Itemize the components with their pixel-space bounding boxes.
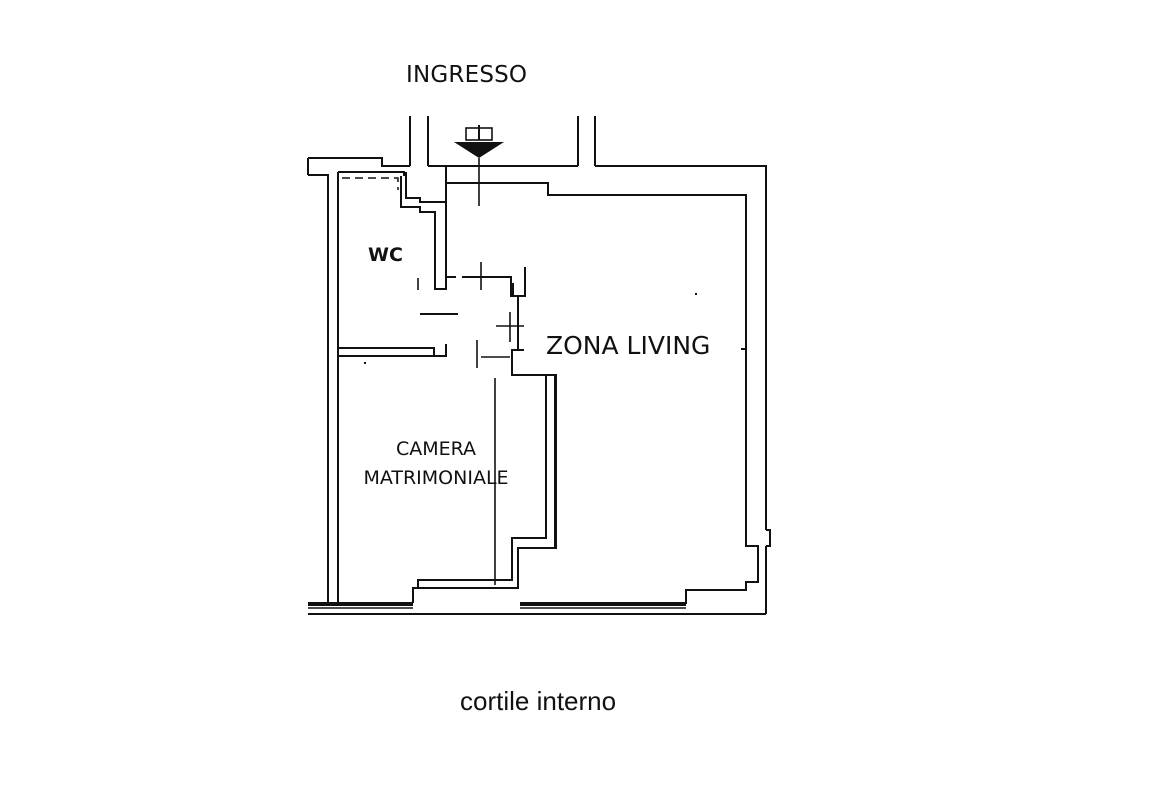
bedroom-label-line2: MATRIMONIALE <box>363 467 509 489</box>
wc-label: WC <box>368 244 403 266</box>
entrance-label: INGRESSO <box>406 62 528 88</box>
courtyard-label: cortile interno <box>460 686 617 716</box>
outer-perimeter <box>307 157 767 615</box>
wc-fixture <box>342 177 399 190</box>
right-wall-notch <box>766 529 771 547</box>
inner-walls <box>337 166 759 605</box>
partition-walls <box>417 267 556 588</box>
door-swings <box>417 262 524 585</box>
living-zone-label: ZONA LIVING <box>546 331 711 360</box>
wc-room-walls <box>338 166 458 357</box>
entrance-corridor <box>409 116 596 167</box>
detail-marks <box>364 293 745 364</box>
entrance-arrow-icon <box>454 125 504 206</box>
bedroom-label: CAMERA MATRIMONIALE <box>340 435 532 493</box>
courtyard-windows <box>308 602 686 609</box>
bedroom-label-line1: CAMERA <box>395 438 477 460</box>
